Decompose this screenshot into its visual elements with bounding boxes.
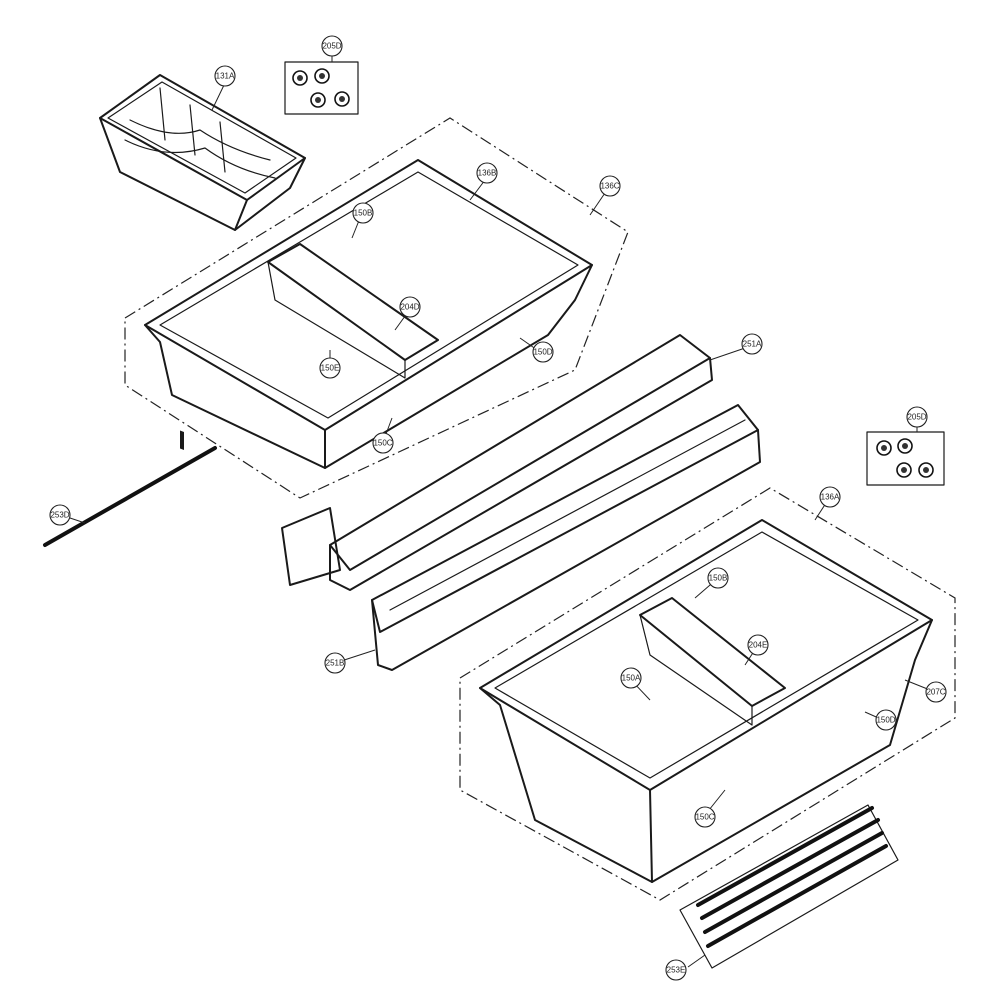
small-bin-part xyxy=(99,74,306,231)
callout-150c-top: 150C xyxy=(372,432,394,454)
callout-253d: 253D xyxy=(49,504,71,526)
callout-150e: 150E xyxy=(319,357,341,379)
rod-part xyxy=(43,446,217,547)
svg-text:253D: 253D xyxy=(50,511,69,520)
svg-text:150B: 150B xyxy=(354,209,373,218)
svg-text:150D: 150D xyxy=(533,348,552,357)
callout-150c-bot: 150C xyxy=(694,806,716,828)
callout-205d-top: 205D xyxy=(321,35,343,57)
svg-text:205D: 205D xyxy=(907,413,926,422)
svg-text:150C: 150C xyxy=(373,439,392,448)
cap-icon xyxy=(334,91,350,107)
svg-text:251B: 251B xyxy=(326,659,345,668)
callout-leaders xyxy=(66,53,931,968)
svg-text:204D: 204D xyxy=(400,303,419,312)
svg-text:251A: 251A xyxy=(743,340,762,349)
callout-251b: 251B xyxy=(324,652,346,674)
svg-text:136B: 136B xyxy=(478,169,497,178)
svg-text:205D: 205D xyxy=(322,42,341,51)
lower-drawer-assembly-boundary xyxy=(459,487,956,901)
cap-icon xyxy=(310,92,326,108)
upper-drawer-part xyxy=(144,159,593,469)
svg-text:204E: 204E xyxy=(749,641,768,650)
callout-251a: 251A xyxy=(741,333,763,355)
callout-207c: 207C xyxy=(925,681,947,703)
svg-text:136A: 136A xyxy=(821,493,840,502)
callout-150a: 150A xyxy=(620,667,642,689)
cap-icon xyxy=(896,462,912,478)
upper-rail-part xyxy=(281,334,713,591)
svg-text:131A: 131A xyxy=(216,72,235,81)
cap-icon xyxy=(918,462,934,478)
svg-text:150E: 150E xyxy=(321,364,340,373)
svg-text:150B: 150B xyxy=(709,574,728,583)
svg-text:150C: 150C xyxy=(695,813,714,822)
svg-text:150A: 150A xyxy=(622,674,641,683)
callout-204e: 204E xyxy=(747,634,769,656)
callout-150d-bot: 150D xyxy=(875,709,897,731)
lower-drawer-part xyxy=(479,519,933,883)
cap-icon xyxy=(897,438,913,454)
strips-part xyxy=(679,804,899,969)
callout-205d-right: 205D xyxy=(906,406,928,428)
callout-253e: 253E xyxy=(665,959,687,981)
svg-text:207C: 207C xyxy=(926,688,945,697)
caps-group-top xyxy=(284,61,359,115)
svg-text:136C: 136C xyxy=(600,182,619,191)
callout-150b-bot: 150B xyxy=(707,567,729,589)
caps-group-right xyxy=(866,431,945,486)
cap-icon xyxy=(314,68,330,84)
cap-icon xyxy=(292,70,308,86)
callout-136c: 136C xyxy=(599,175,621,197)
callouts: 131A 205D 136B 136C 150B 204D 150E 150D … xyxy=(49,35,947,981)
lower-rail-part xyxy=(371,404,761,671)
svg-text:150D: 150D xyxy=(876,716,895,725)
callout-131a: 131A xyxy=(214,65,236,87)
svg-text:253E: 253E xyxy=(667,966,686,975)
callout-150b-top: 150B xyxy=(352,202,374,224)
cap-icon xyxy=(876,440,892,456)
upper-drawer-assembly-boundary xyxy=(124,117,629,499)
callout-136a: 136A xyxy=(819,486,841,508)
callout-150d-top: 150D xyxy=(532,341,554,363)
callout-204d-top: 204D xyxy=(399,296,421,318)
callout-136b: 136B xyxy=(476,162,498,184)
